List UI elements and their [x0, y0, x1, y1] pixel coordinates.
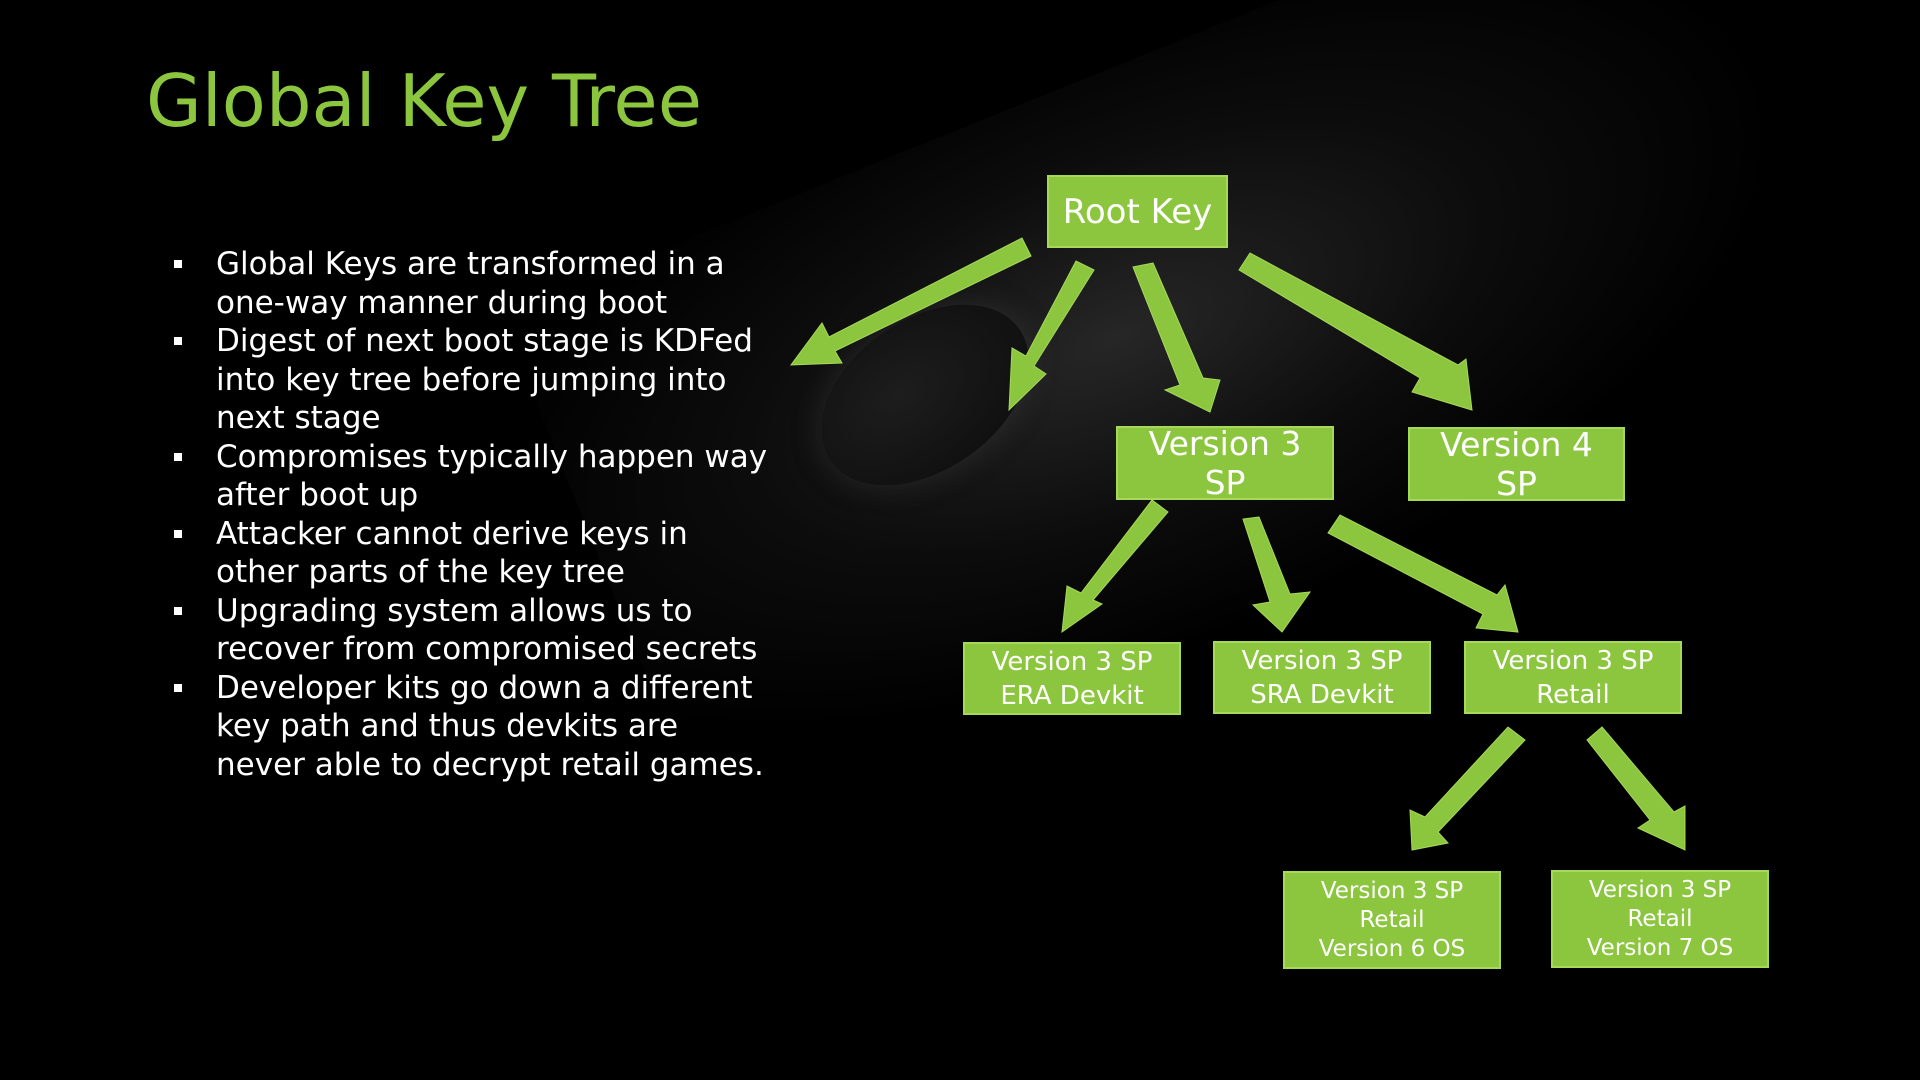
bullet-item: Global Keys are transformed in a one-way…: [172, 245, 772, 322]
node-label: Version 3 SP SRA Devkit: [1241, 645, 1403, 710]
node-sra-devkit: Version 3 SP SRA Devkit: [1213, 641, 1431, 714]
node-version4-sp: Version 4 SP: [1408, 425, 1625, 503]
node-era-devkit: Version 3 SP ERA Devkit: [963, 642, 1181, 715]
slide-title: Global Key Tree: [146, 59, 702, 143]
arrow-version3-to-era: [1061, 499, 1169, 634]
bullet-item: Attacker cannot derive keys in other par…: [172, 515, 772, 592]
arrow-retail-to-os6: [1409, 726, 1526, 851]
bullet-list: Global Keys are transformed in a one-way…: [172, 245, 772, 784]
node-label: Version 3 SP Retail: [1492, 645, 1654, 710]
node-label: Root Key: [1062, 191, 1213, 232]
arrow-retail-to-os7: [1586, 726, 1686, 851]
arrow-root-to-version4: [1238, 252, 1473, 411]
arrow-root-to-version3: [1132, 262, 1221, 413]
node-label: Version 3 SP Retail Version 6 OS: [1318, 877, 1466, 962]
node-root-key: Root Key: [1047, 175, 1228, 248]
arrow-version3-to-sra: [1242, 516, 1312, 633]
node-label: Version 4 SP: [1440, 425, 1593, 503]
arrow-version3-to-retail: [1327, 514, 1519, 633]
bullet-item: Digest of next boot stage is KDFed into …: [172, 322, 772, 438]
node-retail: Version 3 SP Retail: [1464, 641, 1682, 714]
node-label: Version 3 SP ERA Devkit: [991, 646, 1153, 711]
arrow-root-to-left: [789, 237, 1032, 366]
node-label: Version 3 SP: [1148, 424, 1302, 502]
arrow-root-to-left-mid: [1008, 260, 1095, 412]
node-retail-os7: Version 3 SP Retail Version 7 OS: [1551, 870, 1769, 968]
bullet-item: Upgrading system allows us to recover fr…: [172, 592, 772, 669]
node-retail-os6: Version 3 SP Retail Version 6 OS: [1283, 871, 1501, 969]
bullet-item: Compromises typically happen way after b…: [172, 438, 772, 515]
node-version3-sp: Version 3 SP: [1116, 424, 1334, 502]
bullet-item: Developer kits go down a different key p…: [172, 669, 772, 785]
node-label: Version 3 SP Retail Version 7 OS: [1586, 876, 1734, 961]
